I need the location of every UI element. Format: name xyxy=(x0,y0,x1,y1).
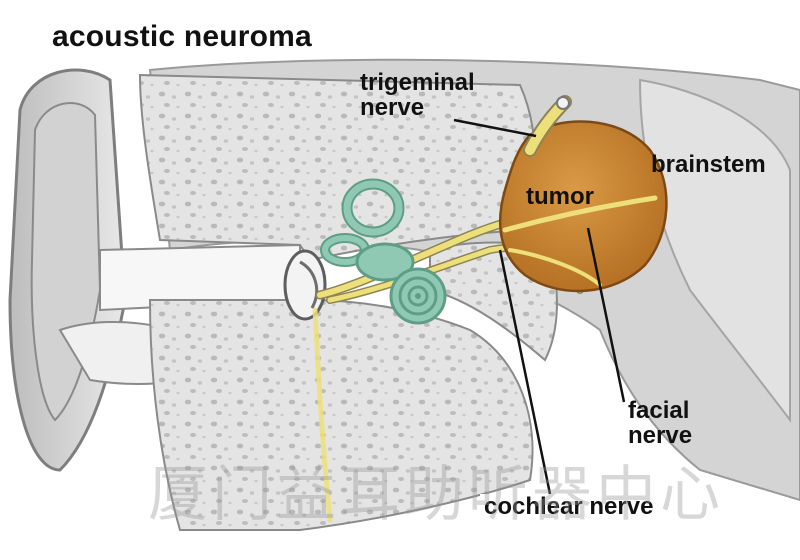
leader-lines xyxy=(453,118,626,495)
facial-leader-line xyxy=(586,227,626,403)
brainstem-label: brainstem xyxy=(651,151,766,178)
facial-nerve-label: facial nerve xyxy=(628,397,693,450)
cochlear-nerve-label: cochlear nerve xyxy=(480,494,658,519)
diagram-title: acoustic neuroma xyxy=(52,20,312,53)
inner-ear xyxy=(320,178,447,325)
middle-ear xyxy=(283,249,327,321)
tumor-mass xyxy=(498,120,668,293)
watermark-text: 厦门益耳助听器中心 xyxy=(148,460,724,530)
cochlear-leader-line xyxy=(498,249,552,495)
outer-ear xyxy=(8,68,242,472)
trigeminal-nerve-label: trigeminal nerve xyxy=(360,69,475,122)
trigeminal-leader-line xyxy=(453,118,537,138)
trigeminal-nerve xyxy=(523,95,572,157)
tumor-label: tumor xyxy=(526,183,594,210)
cochlea xyxy=(389,267,447,325)
